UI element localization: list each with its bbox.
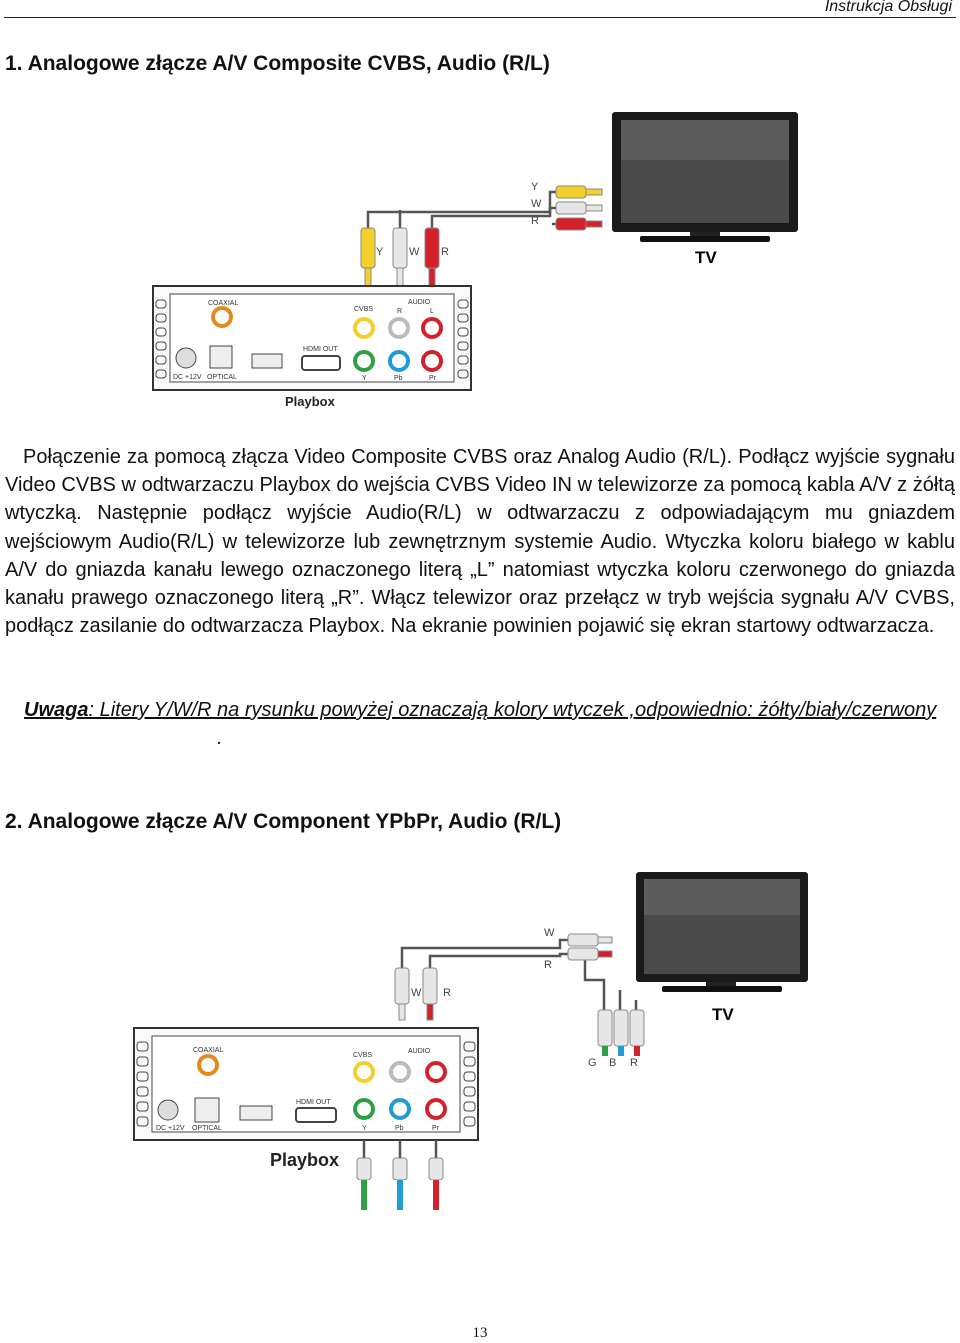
audio-plugs-top — [394, 967, 438, 1021]
audio-top-r: R — [443, 987, 451, 999]
port-pb-label: Pb — [394, 375, 403, 382]
port-audio-label: AUDIO — [408, 299, 431, 306]
p2-audio-label: AUDIO — [408, 1048, 431, 1055]
port-coaxial-label: COAXIAL — [208, 300, 238, 307]
plug-letter-r: R — [531, 215, 539, 227]
figure-cvbs-connection: TV Y W R Y W R — [152, 112, 798, 409]
component-plugs-tv — [597, 1009, 645, 1056]
port-r-label: R — [397, 308, 402, 315]
component-letter-b: B — [609, 1057, 616, 1069]
audio-letter-w: W — [544, 927, 555, 939]
section1-heading: 1. Analogowe złącze A/V Composite CVBS, … — [5, 52, 550, 75]
plug-letter-w: W — [531, 198, 542, 210]
running-title: Instrukcja Obsługi — [824, 0, 952, 15]
plug-letter-y: Y — [531, 181, 539, 193]
figure-component-connection: TV W R W R G B R — [133, 872, 808, 1180]
component-letter-g: G — [588, 1057, 597, 1069]
header-rule — [4, 17, 956, 18]
note-text: : Litery Y/W/R na rysunku powyżej oznacz… — [88, 699, 937, 721]
component-plugs-tips — [361, 1180, 439, 1210]
plug-top-w: W — [409, 246, 420, 258]
tv-illustration — [612, 112, 798, 242]
playbox2-back-panel — [133, 1027, 479, 1141]
section2-heading: 2. Analogowe złącze A/V Component YPbPr,… — [5, 810, 562, 833]
tv-label: TV — [695, 248, 717, 267]
playbox-back-panel — [152, 285, 472, 391]
note-end: . — [217, 727, 223, 749]
cables2-bottom — [362, 1140, 438, 1160]
port-l-label: L — [430, 308, 434, 315]
page-number: 13 — [472, 1325, 488, 1341]
component-plugs-device — [356, 1157, 444, 1180]
port-pr-label: Pr — [429, 375, 437, 382]
tv2-label: TV — [712, 1005, 734, 1024]
port-hdmi-label: HDMI OUT — [303, 346, 338, 353]
p2-hdmi-label: HDMI OUT — [296, 1099, 331, 1106]
device2-label: Playbox — [270, 1150, 339, 1170]
device-plugs — [360, 227, 440, 287]
p2-dc-label: DC +12V — [156, 1125, 185, 1132]
component-letter-r: R — [630, 1057, 638, 1069]
tv2-side-plugs — [567, 933, 613, 961]
section1-paragraph: Połączenie za pomocą złącza Video Compos… — [5, 443, 955, 640]
note-label: Uwaga — [24, 699, 89, 721]
section1-note: Uwaga: Litery Y/W/R na rysunku powyżej o… — [24, 696, 956, 724]
plug-top-r: R — [441, 246, 449, 258]
p2-coaxial-label: COAXIAL — [193, 1047, 223, 1054]
p2-pb-label: Pb — [395, 1125, 404, 1132]
port-dc-label: DC +12V — [173, 374, 202, 381]
section1-paragraph-text: Połączenie za pomocą złącza Video Compos… — [5, 446, 955, 638]
device-label: Playbox — [285, 394, 336, 409]
tv-side-plugs — [555, 185, 603, 231]
p2-y-label: Y — [362, 1125, 367, 1132]
port-optical-label: OPTICAL — [207, 374, 237, 381]
audio-letter-r: R — [544, 959, 552, 971]
tv2-illustration — [636, 872, 808, 992]
p2-pr-label: Pr — [432, 1125, 440, 1132]
p2-optical-label: OPTICAL — [192, 1125, 222, 1132]
plug-top-y: Y — [376, 246, 384, 258]
p2-cvbs-label: CVBS — [353, 1052, 372, 1059]
cables2 — [400, 938, 638, 1010]
port-cvbs-label: CVBS — [354, 306, 373, 313]
port-y-label: Y — [362, 375, 367, 382]
audio-top-w: W — [411, 987, 422, 999]
